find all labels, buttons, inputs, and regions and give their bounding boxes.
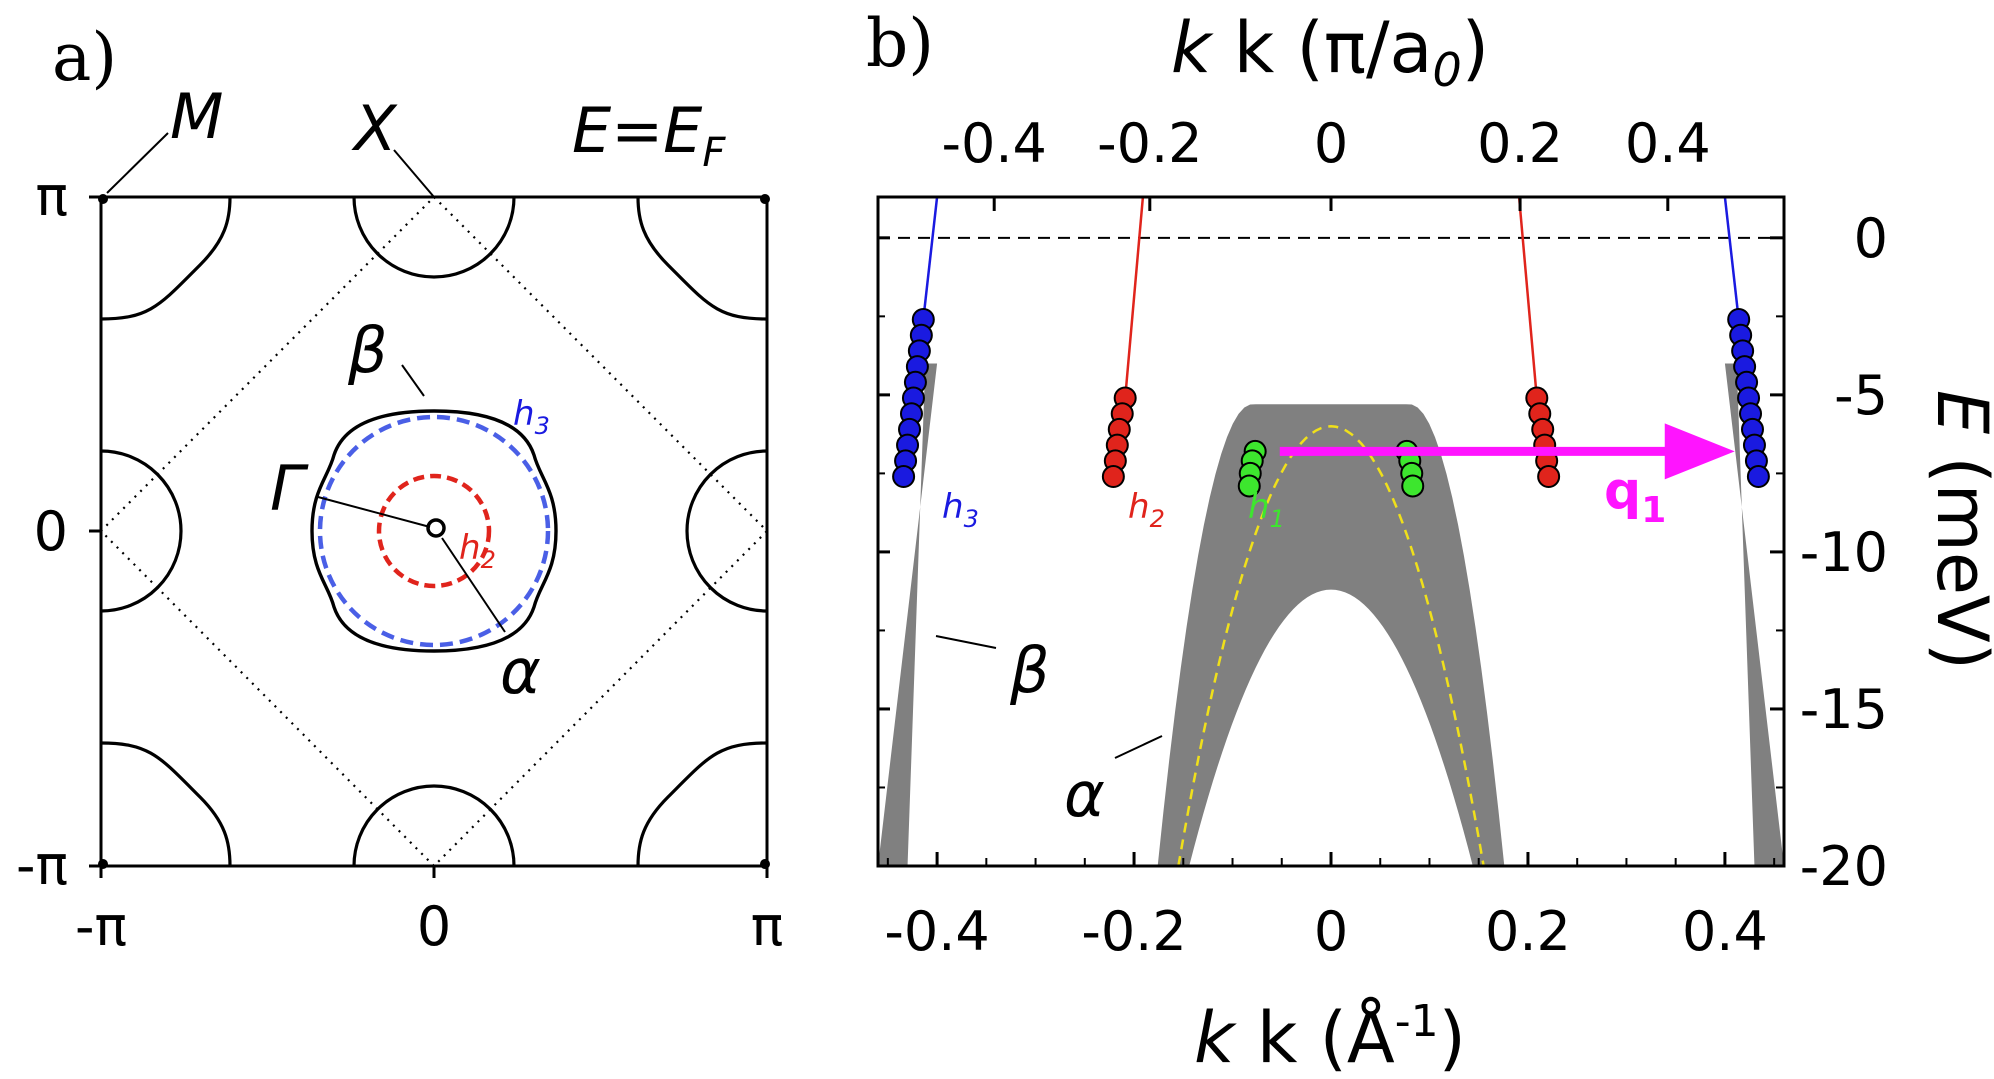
b-xtick-label-4: 0.2 (1485, 900, 1571, 963)
m-leader (106, 132, 169, 194)
q1-arrow-head (1664, 423, 1735, 480)
b-ytick-label-3: -10 (1800, 521, 1888, 584)
panel-a-frame (99, 195, 769, 868)
point-h3-11 (892, 465, 916, 489)
gamma-leader (317, 496, 431, 528)
alpha-leader-b (1114, 735, 1163, 759)
label-h3-a: h3 (513, 394, 550, 440)
a-ytick-label-1: π (35, 165, 68, 228)
a-xtick-label-3: π (751, 895, 784, 958)
label-x: X (351, 92, 398, 165)
b-x2tick-label-2: -0.2 (1097, 112, 1202, 175)
h2-contour (376, 473, 492, 589)
b-x2tick-label-4: 0.2 (1477, 112, 1563, 175)
b-ytick-label-2: -5 (1834, 364, 1888, 427)
beta-band-left (878, 363, 938, 866)
a-xtick-label-2: 0 (417, 895, 451, 958)
zone-diamond (99, 195, 769, 868)
m-contour-bottom-left (100, 741, 232, 867)
label-h2-b: h2 (1128, 487, 1165, 533)
a-ytick-label-2: 0 (34, 500, 68, 563)
b-xtick-label-3: 0 (1314, 900, 1348, 963)
b-x2tick-label-5: 0.4 (1625, 112, 1711, 175)
right-axis-title: E (meV) (1921, 390, 1994, 670)
label-h2-a: h2 (459, 528, 496, 574)
point-h2-6 (1101, 465, 1125, 489)
corner-dot-tr (760, 194, 770, 204)
label-alpha-b: α (1064, 758, 1105, 831)
label-beta-a: β (347, 314, 388, 387)
extrapolation-line-1 (922, 197, 939, 320)
energy-annotation: E=EF (572, 94, 726, 176)
panel-b-label: b) (866, 5, 934, 82)
b-ytick-label-5: -20 (1800, 835, 1888, 898)
b-xtick-label-2: -0.2 (1081, 900, 1186, 963)
x-leader (393, 149, 435, 198)
panel-a-label: a) (52, 19, 117, 96)
x-contour-bottom (352, 784, 516, 867)
label-m: M (170, 80, 224, 153)
plot-b (876, 195, 1786, 868)
label-h3-b: h3 (942, 487, 979, 533)
x-contour-top (352, 196, 516, 279)
x-contour-left (100, 449, 183, 613)
b-xtick-label-5: 0.4 (1682, 900, 1768, 963)
top-axis-title: k k (π/a0) (1171, 7, 1489, 97)
b-x2tick-label-1: -0.4 (942, 112, 1047, 175)
alpha-leader (441, 537, 506, 633)
m-contour-top-right (636, 196, 768, 321)
panel-b-ticks (878, 197, 1784, 868)
bottom-axis-title: k k (Å-1) (1194, 996, 1466, 1079)
a-xtick-label-1: -π (75, 895, 127, 958)
h3-contour (317, 414, 551, 648)
extrapolation-line-2 (1723, 197, 1740, 320)
b-ytick-label-4: -15 (1800, 678, 1888, 741)
a-ytick-label-3: -π (16, 834, 68, 897)
b-x2tick-label-3: 0 (1314, 112, 1348, 175)
alpha-band (1157, 404, 1505, 866)
beta-band-right (1724, 363, 1784, 866)
alpha-pocket (426, 518, 446, 538)
extrapolation-line-4 (1517, 197, 1539, 399)
point-h3-22 (1746, 465, 1770, 489)
point-h2-12 (1537, 465, 1561, 489)
point-h1-8 (1401, 474, 1425, 498)
alpha-dispersion-curve (1177, 425, 1485, 866)
label-q1: q1 (1604, 461, 1666, 531)
label-alpha-a: α (500, 635, 541, 708)
series-h3-points (892, 307, 1770, 489)
extrapolation-line-3 (1123, 197, 1145, 399)
label-h1-b: h1 (1248, 487, 1285, 533)
plot-b-content (878, 197, 1784, 866)
series-h1-points (1237, 439, 1425, 498)
m-contour-bottom-right (636, 741, 768, 867)
beta-pocket (310, 409, 558, 653)
extrapolation-lines (922, 197, 1740, 399)
bottom-axis-title-text: k (Å (1257, 997, 1395, 1079)
x-contour-right (685, 449, 768, 613)
b-ytick-label-1: 0 (1854, 207, 1888, 270)
panel-a: a) E=EF M (16, 19, 783, 958)
label-beta-b: β (1009, 634, 1050, 707)
series-h2-points (1101, 386, 1561, 489)
beta-leader (401, 364, 425, 397)
point-h1-4 (1237, 474, 1261, 498)
m-contour-top-left (100, 196, 232, 321)
b-xtick-label-1: -0.4 (884, 900, 989, 963)
beta-leader-b (935, 635, 997, 649)
label-gamma: Γ (270, 452, 309, 525)
panel-b: b) k k (π/a0) -0.4 (866, 5, 1994, 1079)
top-axis-title-text: k (π/a (1234, 7, 1433, 89)
